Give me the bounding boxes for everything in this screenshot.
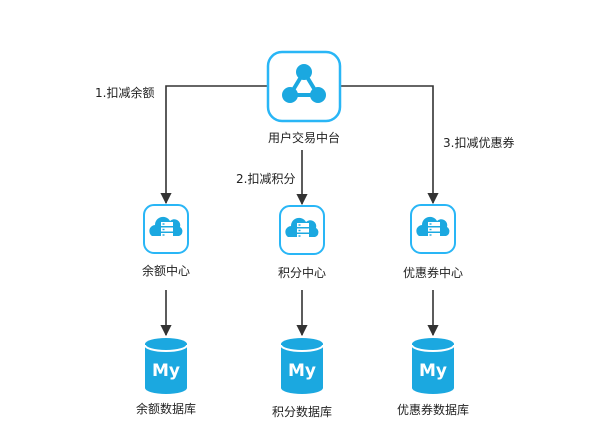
database-node-points: My [280, 338, 324, 394]
edge-label-deduct-points: 2.扣减积分 [236, 172, 296, 186]
cloud-server-icon [285, 217, 319, 238]
mysql-icon-text: My [288, 361, 316, 381]
network-share-icon [282, 64, 326, 103]
mysql-icon-text: My [152, 361, 180, 381]
connectors [160, 85, 439, 337]
edge-label-deduct-balance: 1.扣减余额 [95, 86, 155, 100]
database-label-points: 积分数据库 [271, 405, 333, 419]
edge-label-deduct-coupon: 3.扣减优惠券 [443, 136, 515, 150]
cloud-server-icon [149, 216, 183, 237]
hub-node [266, 50, 342, 123]
service-node-balance [143, 204, 189, 254]
mysql-icon: My [280, 338, 324, 394]
mysql-icon-text: My [419, 361, 447, 381]
service-label-points: 积分中心 [277, 266, 327, 280]
hub-label: 用户交易中台 [267, 131, 341, 145]
cloud-server-icon [416, 216, 450, 237]
database-node-balance: My [144, 338, 188, 394]
service-label-balance: 余额中心 [141, 264, 191, 278]
service-node-points [279, 205, 325, 255]
mysql-icon: My [411, 338, 455, 394]
database-label-coupon: 优惠券数据库 [396, 403, 470, 417]
mysql-icon: My [144, 338, 188, 394]
edge-hub-to-balance [160, 85, 268, 205]
service-label-coupon: 优惠券中心 [402, 266, 464, 280]
edge-hub-to-coupon [340, 85, 439, 205]
service-node-coupon [410, 204, 456, 254]
database-label-balance: 余额数据库 [135, 402, 197, 416]
database-node-coupon: My [411, 338, 455, 394]
